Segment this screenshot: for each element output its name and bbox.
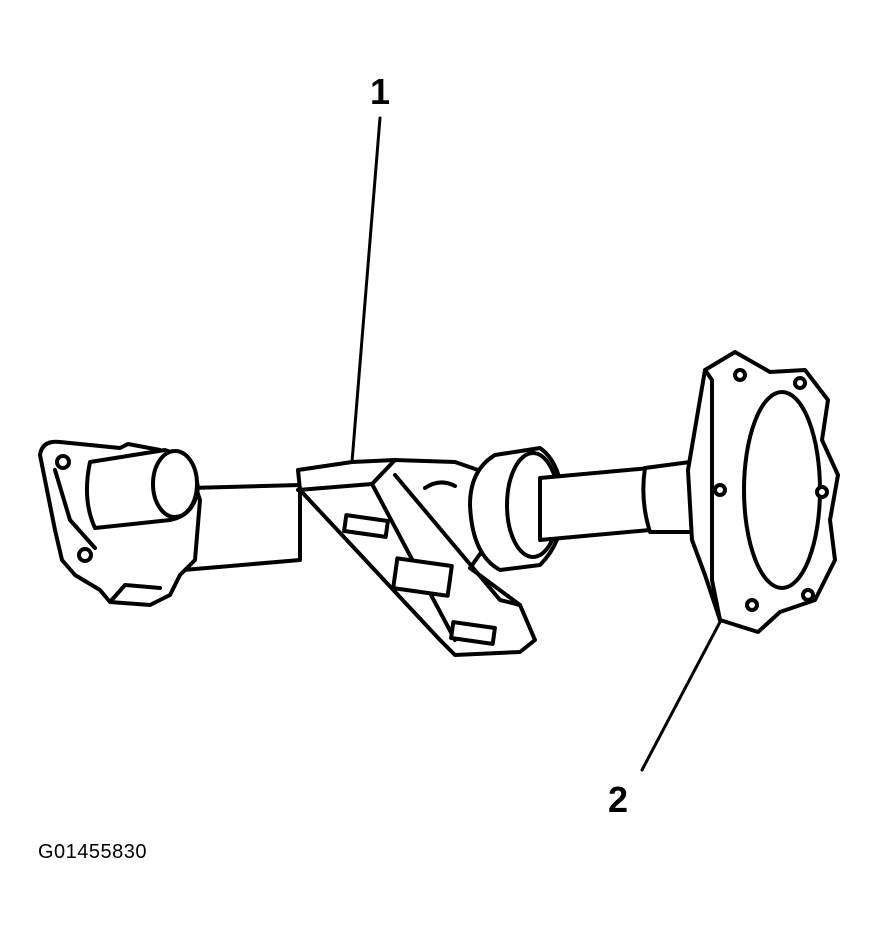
axle-shaft-right (538, 466, 652, 542)
left-bolt-hole-bottom (77, 547, 93, 563)
flange-bolt-hole-3 (815, 485, 829, 499)
bracket-slot-2 (391, 556, 454, 598)
callout-label-1: 1 (370, 71, 391, 112)
right-flange-bore (742, 390, 822, 590)
flange-bolt-hole-1 (733, 368, 747, 382)
flange-bolt-hole-6 (713, 483, 727, 497)
bracket-slot-3 (449, 620, 497, 646)
bracket-notch (423, 480, 457, 490)
figure-id: G01455830 (38, 841, 148, 863)
leader-line-1 (350, 116, 382, 464)
bracket-slot-1 (342, 513, 390, 539)
flange-bolt-hole-4 (801, 588, 815, 602)
right-flange-edge (703, 368, 722, 622)
left-tube-opening (151, 449, 199, 519)
leader-line-2 (640, 620, 722, 772)
callout-label-2: 2 (608, 779, 629, 820)
flange-bolt-hole-5 (745, 598, 759, 612)
flange-bolt-hole-2 (793, 376, 807, 390)
left-bolt-hole-top (55, 454, 71, 470)
left-housing-edge (53, 468, 162, 604)
